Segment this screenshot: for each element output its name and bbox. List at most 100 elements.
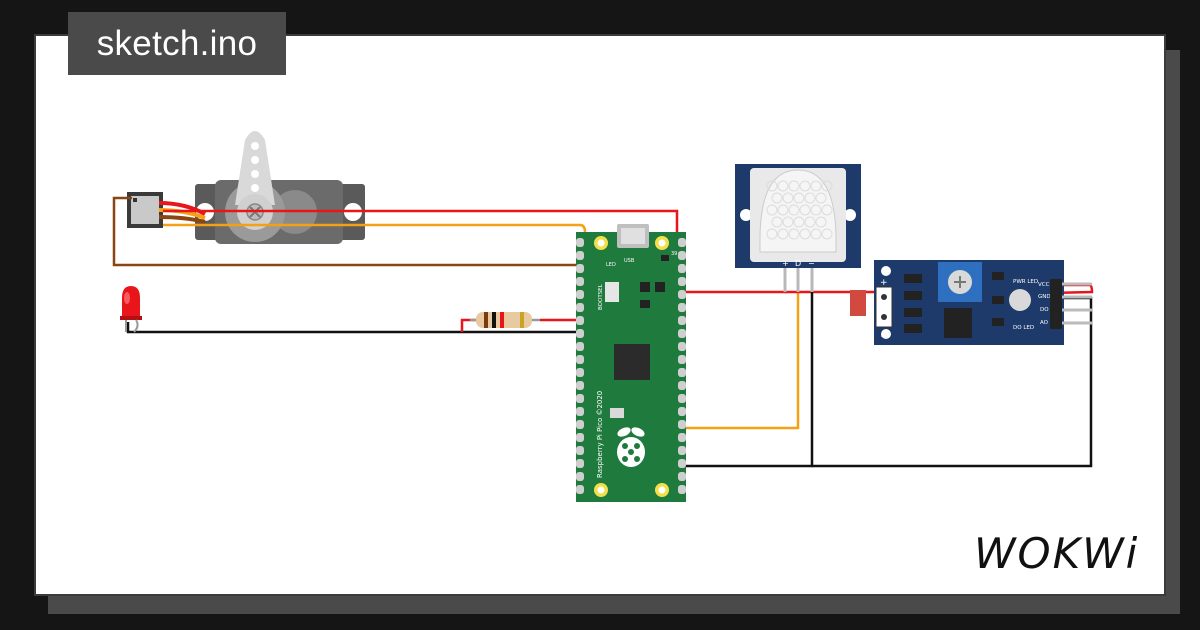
pir-lens-facet bbox=[793, 192, 805, 204]
header-pin[interactable] bbox=[678, 381, 686, 390]
rp2040-chip bbox=[614, 344, 650, 380]
pir-lens-facet bbox=[799, 228, 811, 240]
header-pin[interactable] bbox=[678, 238, 686, 247]
pico-led-label: LED bbox=[606, 262, 616, 268]
header-pin[interactable] bbox=[678, 433, 686, 442]
pir-pin-minus-label: − bbox=[808, 259, 815, 268]
header-pin[interactable] bbox=[678, 472, 686, 481]
header-pin[interactable] bbox=[576, 355, 584, 364]
wokwi-logo: WOKWi bbox=[974, 529, 1140, 578]
header-pin[interactable] bbox=[576, 290, 584, 299]
pir-lens-facet bbox=[771, 192, 783, 204]
pico-left-pins bbox=[576, 238, 584, 494]
header-pin[interactable] bbox=[678, 342, 686, 351]
pir-pin-d-label: D bbox=[795, 259, 801, 268]
header-pin[interactable] bbox=[576, 472, 584, 481]
wire-led-gnd bbox=[126, 322, 584, 334]
header-pin[interactable] bbox=[576, 459, 584, 468]
bootsel-button bbox=[605, 282, 619, 302]
pin-do-label: DO bbox=[1040, 307, 1049, 313]
header-pin[interactable] bbox=[576, 407, 584, 416]
header-pin[interactable] bbox=[576, 485, 584, 494]
pir-lens-dome bbox=[766, 180, 833, 240]
pir-lens-facet bbox=[766, 228, 778, 240]
header-pin[interactable] bbox=[576, 238, 584, 247]
header-pin[interactable] bbox=[576, 420, 584, 429]
pico-usb-label: USB bbox=[624, 258, 635, 264]
header-pin[interactable] bbox=[576, 433, 584, 442]
header-pin[interactable] bbox=[576, 251, 584, 260]
pir-lens-facet bbox=[810, 204, 822, 216]
header-pin[interactable] bbox=[678, 407, 686, 416]
raspberry-logo-icon bbox=[617, 427, 645, 467]
pir-lens-facet bbox=[799, 204, 811, 216]
pico-bootsel-label: BOOTSEL bbox=[598, 283, 604, 310]
header-pin[interactable] bbox=[678, 485, 686, 494]
pir-lens-facet bbox=[777, 228, 789, 240]
header-pin[interactable] bbox=[678, 355, 686, 364]
header-pin[interactable] bbox=[678, 459, 686, 468]
pir-lens-facet bbox=[788, 180, 800, 192]
wire-power-red bbox=[678, 268, 787, 294]
pico-right-pins bbox=[678, 238, 686, 494]
header-pin[interactable] bbox=[678, 420, 686, 429]
servo-connector bbox=[127, 192, 206, 228]
pir-lens-facet bbox=[788, 228, 800, 240]
header-pin[interactable] bbox=[576, 329, 584, 338]
pir-lens-facet bbox=[804, 192, 816, 204]
pir-lens-facet bbox=[810, 180, 822, 192]
pir-lens-facet bbox=[821, 180, 833, 192]
header-pin[interactable] bbox=[678, 251, 686, 260]
header-pin[interactable] bbox=[576, 303, 584, 312]
terminal-plus-label: + bbox=[880, 278, 888, 288]
header-pin[interactable] bbox=[678, 290, 686, 299]
pir-lens-facet bbox=[793, 216, 805, 228]
header-pin[interactable] bbox=[576, 381, 584, 390]
pir-lens-facet bbox=[766, 180, 778, 192]
header-pin[interactable] bbox=[678, 368, 686, 377]
pir-lens-facet bbox=[777, 204, 789, 216]
header-pin[interactable] bbox=[678, 446, 686, 455]
header-pin[interactable] bbox=[576, 277, 584, 286]
pin-vcc-label: VCC bbox=[1038, 282, 1050, 288]
header-pin[interactable] bbox=[576, 446, 584, 455]
header-pin[interactable] bbox=[678, 329, 686, 338]
sensor-module[interactable]: + − PWR LED DO LED VCC GND DO AO bbox=[850, 260, 1092, 345]
resistor[interactable] bbox=[470, 312, 540, 328]
header-pin[interactable] bbox=[576, 342, 584, 351]
pico-board-name: Raspberry Pi Pico ©2020 bbox=[596, 391, 604, 478]
header-pin[interactable] bbox=[678, 303, 686, 312]
servo-motor[interactable] bbox=[195, 131, 365, 244]
pir-lens-facet bbox=[821, 228, 833, 240]
header-pin[interactable] bbox=[576, 368, 584, 377]
pir-motion-sensor[interactable]: + D − bbox=[735, 164, 861, 292]
header-pin[interactable] bbox=[678, 394, 686, 403]
wire-servo-signal bbox=[163, 223, 587, 240]
pin-ao-label: AO bbox=[1040, 320, 1049, 326]
header-pin[interactable] bbox=[678, 264, 686, 273]
pir-lens-facet bbox=[782, 192, 794, 204]
red-led[interactable] bbox=[120, 286, 142, 333]
wire-pir-gnd bbox=[678, 268, 814, 468]
header-pin[interactable] bbox=[678, 316, 686, 325]
header-pin[interactable] bbox=[678, 277, 686, 286]
header-pin[interactable] bbox=[576, 316, 584, 325]
header-pin[interactable] bbox=[576, 264, 584, 273]
pir-lens-facet bbox=[788, 204, 800, 216]
raspberry-pi-pico[interactable]: LED USB 39 BOOTSEL Raspberry Pi Pico ©20… bbox=[576, 224, 686, 502]
pir-lens-facet bbox=[771, 216, 783, 228]
wire-servo-gnd bbox=[112, 196, 584, 267]
do-led-label: DO LED bbox=[1013, 325, 1034, 331]
pir-lens-facet bbox=[766, 204, 778, 216]
wire-pir-signal bbox=[678, 268, 800, 430]
pir-lens-facet bbox=[810, 228, 822, 240]
pwr-led-label: PWR LED bbox=[1013, 279, 1038, 285]
pir-lens-facet bbox=[815, 192, 827, 204]
pir-lens-facet bbox=[777, 180, 789, 192]
header-pin[interactable] bbox=[576, 394, 584, 403]
pir-pin-plus-label: + bbox=[782, 259, 789, 268]
terminal-minus-label: − bbox=[880, 332, 888, 342]
pir-lens-facet bbox=[821, 204, 833, 216]
wire-servo-vcc bbox=[163, 209, 679, 240]
